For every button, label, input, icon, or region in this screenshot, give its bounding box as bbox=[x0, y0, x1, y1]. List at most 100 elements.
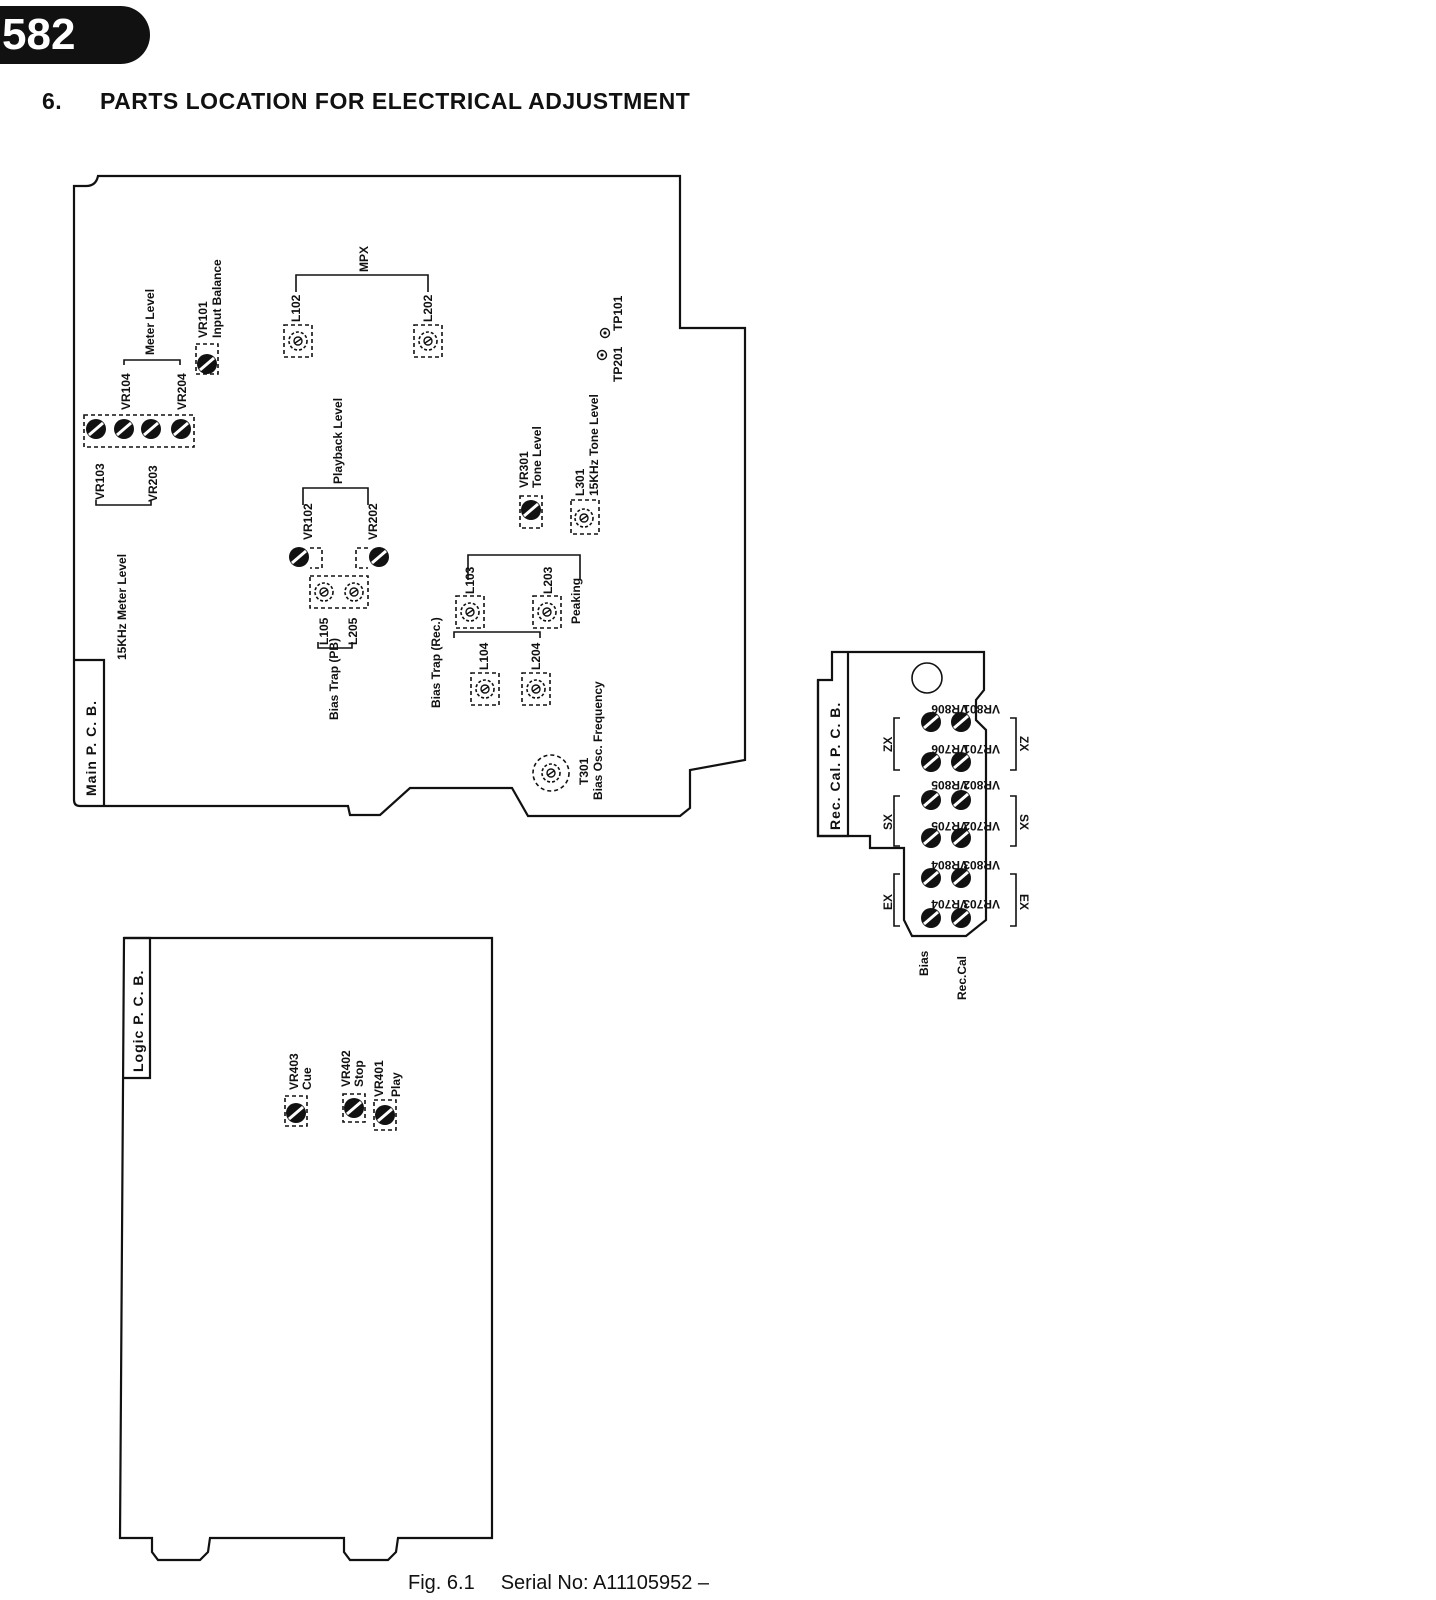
ex-right-bracket bbox=[1010, 873, 1017, 927]
l203-outline bbox=[532, 595, 562, 629]
peaking-label: Peaking bbox=[569, 578, 583, 624]
ex-right-label: EX bbox=[1017, 894, 1031, 910]
tone-level-label: Tone Level bbox=[530, 426, 544, 488]
meter-vr-outline bbox=[83, 414, 195, 448]
logic-pcb-label: Logic P. C. B. bbox=[130, 970, 146, 1072]
peaking-group: L103 L203 Peaking bbox=[455, 554, 583, 629]
vr403-trimmer bbox=[284, 1101, 308, 1125]
vr202-outline bbox=[355, 547, 368, 569]
meter-15k-bracket bbox=[95, 500, 152, 506]
playback-level-label: Playback Level bbox=[331, 398, 345, 484]
l105-label: L105 bbox=[317, 617, 331, 645]
vr301-outline bbox=[519, 495, 543, 529]
l202-coil bbox=[418, 331, 438, 351]
zx-right-label: ZX bbox=[1017, 736, 1031, 751]
ex-left-bracket bbox=[893, 873, 900, 927]
section-title: PARTS LOCATION FOR ELECTRICAL ADJUSTMENT bbox=[100, 88, 691, 114]
tp101-label: TP101 bbox=[611, 295, 625, 331]
bias-trap-pb-bracket bbox=[317, 642, 353, 649]
l105-l205-outline bbox=[309, 575, 369, 609]
vr803-label: VR803 bbox=[963, 858, 1000, 872]
vr101-label: VR101 bbox=[196, 301, 210, 338]
logic-pcb: Logic P. C. B. VR403 Cue VR402 Stop VR40… bbox=[118, 936, 494, 1562]
l203-coil bbox=[537, 602, 557, 622]
vr805-label: VR805 bbox=[931, 778, 968, 792]
vr103-label: VR103 bbox=[93, 463, 107, 500]
l204-outline bbox=[521, 672, 551, 706]
main-pcb-outline bbox=[72, 174, 747, 818]
vr403-label: VR403 bbox=[287, 1053, 301, 1090]
bias-trap-rec-group: Bias Trap (Rec.) L104 L204 bbox=[429, 617, 551, 708]
tone-level-group: VR301 Tone Level L301 15KHz Tone Level bbox=[517, 394, 601, 535]
vr301-trimmer bbox=[519, 498, 543, 522]
l102-coil bbox=[288, 331, 308, 351]
sx-left-bracket bbox=[893, 795, 900, 847]
play-label: Play bbox=[389, 1072, 403, 1097]
l205-coil bbox=[344, 582, 364, 602]
input-balance-group: VR101 Input Balance bbox=[195, 259, 224, 376]
l301-coil bbox=[574, 508, 594, 528]
l301-outline bbox=[570, 499, 600, 535]
vr701-label: VR701 bbox=[963, 742, 1000, 756]
l203-label: L203 bbox=[541, 566, 555, 594]
rec-cal-pcb-label: Rec. Cal. P. C. B. bbox=[827, 702, 843, 830]
vr203-trimmer bbox=[139, 417, 163, 441]
playback-level-bracket bbox=[302, 487, 369, 505]
vr104-trimmer bbox=[112, 417, 136, 441]
bias-osc-label: Bias Osc. Frequency bbox=[591, 681, 605, 800]
main-pcb-label-box bbox=[74, 658, 106, 806]
l202-outline bbox=[413, 324, 443, 358]
meter-level-bracket bbox=[123, 359, 181, 365]
tp201-label: TP201 bbox=[611, 346, 625, 382]
bias-label: Bias bbox=[917, 950, 931, 976]
rec-cal-label-box bbox=[816, 652, 850, 838]
vr202-label: VR202 bbox=[366, 503, 380, 540]
vr101-outline bbox=[195, 343, 219, 375]
vr802-label: VR802 bbox=[963, 778, 1000, 792]
vr402-trimmer bbox=[342, 1096, 366, 1120]
vr702-label: VR702 bbox=[963, 819, 1000, 833]
tone-15k-label: 15KHz Tone Level bbox=[587, 394, 601, 496]
l103-outline bbox=[455, 595, 485, 629]
l205-label: L205 bbox=[346, 617, 360, 645]
mpx-bracket bbox=[295, 274, 429, 292]
vr401-trimmer bbox=[373, 1103, 397, 1127]
rec-cal-label: Rec.Cal bbox=[955, 956, 969, 1000]
meter-level-group: VR103 VR104 VR203 VR204 Meter Level 15KH… bbox=[83, 289, 195, 660]
vr103-trimmer bbox=[84, 417, 108, 441]
vr804-label: VR804 bbox=[931, 858, 968, 872]
input-balance-label: Input Balance bbox=[210, 259, 224, 338]
l104-label: L104 bbox=[477, 642, 491, 670]
meter-15k-label: 15KHz Meter Level bbox=[115, 554, 129, 660]
vr805-trimmer bbox=[919, 788, 943, 812]
cue-label: Cue bbox=[300, 1067, 314, 1090]
vr802-trimmer bbox=[949, 788, 973, 812]
vr102-trimmer bbox=[287, 545, 311, 569]
l202-label: L202 bbox=[421, 294, 435, 322]
vr402-outline bbox=[342, 1093, 366, 1123]
t301-label: T301 bbox=[577, 757, 591, 785]
section-heading: 6. PARTS LOCATION FOR ELECTRICAL ADJUSTME… bbox=[42, 88, 690, 115]
playback-level-group: Playback Level VR102 VR202 bbox=[287, 398, 391, 569]
l104-coil bbox=[475, 679, 495, 699]
sx-right-label: SX bbox=[1017, 814, 1031, 830]
vr706-label: VR706 bbox=[931, 742, 968, 756]
vr202-trimmer bbox=[367, 545, 391, 569]
l102-label: L102 bbox=[289, 294, 303, 322]
bias-trap-rec-label: Bias Trap (Rec.) bbox=[429, 617, 443, 708]
t301-outline bbox=[532, 754, 570, 792]
l105-coil bbox=[314, 582, 334, 602]
ex-left-label: EX bbox=[881, 894, 895, 910]
t301-coil bbox=[541, 763, 561, 783]
l103-coil bbox=[460, 602, 480, 622]
zx-left-label: ZX bbox=[881, 737, 895, 752]
vr801-label: VR801 bbox=[963, 702, 1000, 716]
mpx-label: MPX bbox=[357, 246, 371, 272]
mpx-group: MPX L102 L202 bbox=[283, 246, 443, 358]
stop-label: Stop bbox=[352, 1060, 366, 1087]
main-pcb-label: Main P. C. B. bbox=[83, 700, 99, 796]
section-number: 6. bbox=[42, 88, 63, 114]
vr401-label: VR401 bbox=[372, 1060, 386, 1097]
l102-outline bbox=[283, 324, 313, 358]
